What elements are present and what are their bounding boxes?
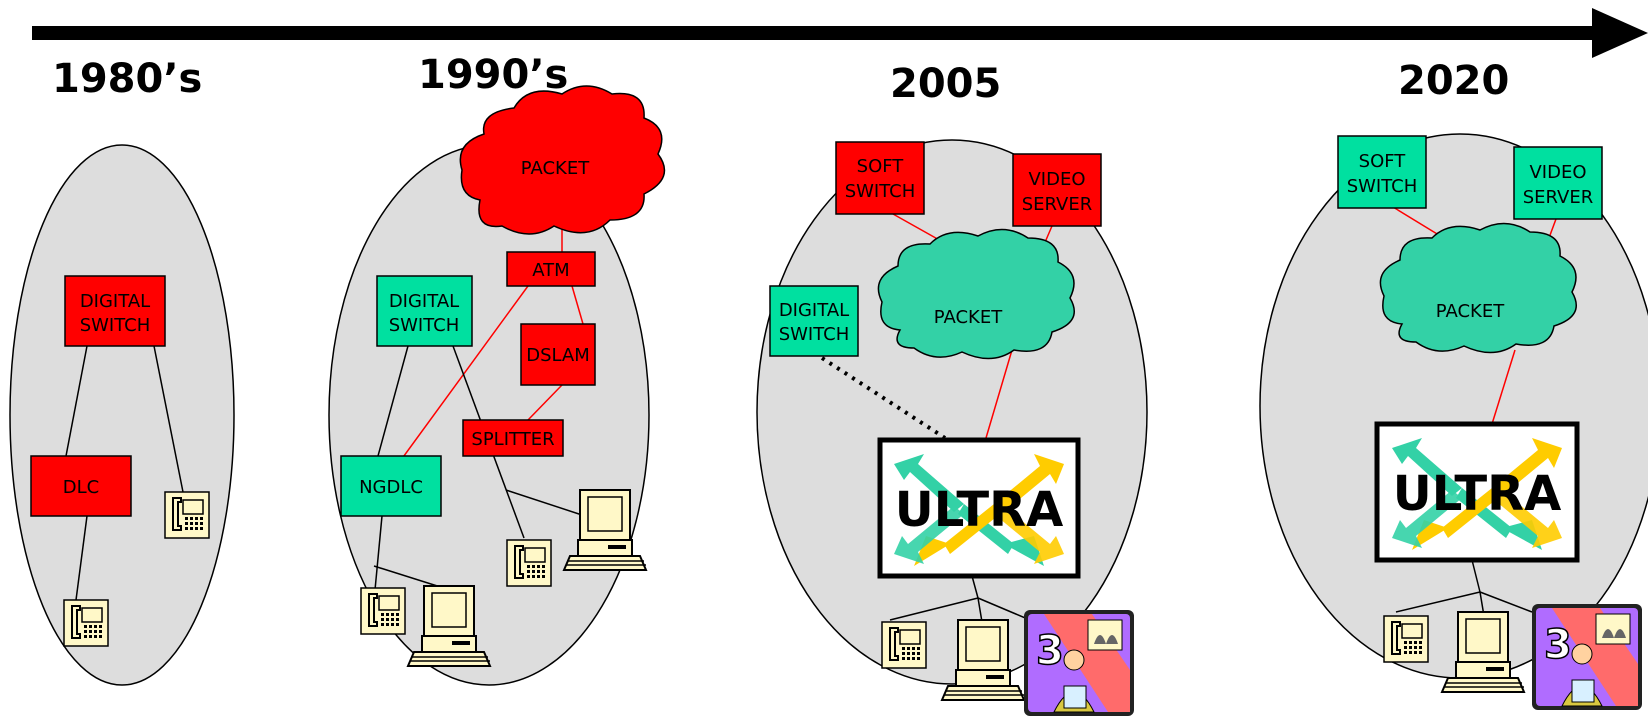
packet-label-2005: PACKET — [934, 307, 1003, 328]
packet-cloud-1990s: PACKET — [459, 85, 666, 235]
video-server-2020-line1: VIDEO — [1529, 162, 1586, 183]
dslam-label: DSLAM — [526, 345, 590, 366]
telephone-icon — [1383, 615, 1429, 663]
digital-switch-1980s-line1: DIGITAL — [80, 291, 150, 312]
splitter-box: SPLITTER — [462, 419, 564, 457]
ultra-box-2005: ULTRA — [877, 437, 1081, 579]
digital-switch-1990s: DIGITAL SWITCH — [376, 275, 473, 347]
soft-switch-2020-line1: SOFT — [1359, 151, 1407, 172]
video-server-2020-line2: SERVER — [1523, 187, 1594, 208]
dslam-box: DSLAM — [520, 323, 596, 386]
video-server-2020: VIDEO SERVER — [1513, 146, 1603, 220]
era-2020-group: SOFT SWITCH VIDEO SERVER PACKET ULTRA — [1259, 133, 1648, 711]
digital-switch-1990s-line2: SWITCH — [389, 315, 460, 336]
soft-switch-2005-line2: SWITCH — [845, 181, 916, 202]
digital-switch-2005-line1: DIGITAL — [779, 300, 849, 321]
ngdlc-label: NGDLC — [359, 477, 423, 498]
atm-box: ATM — [506, 251, 596, 287]
soft-switch-2020-line2: SWITCH — [1347, 176, 1418, 197]
digital-switch-2005-line2: SWITCH — [779, 324, 850, 345]
telephone-icon — [506, 539, 552, 587]
era-1980s-ellipse — [9, 144, 235, 686]
packet-label-2020: PACKET — [1436, 301, 1505, 322]
timeline-arrow — [32, 8, 1648, 58]
era-2005-group: SOFT SWITCH VIDEO SERVER PACKET DIGITAL … — [756, 139, 1148, 717]
era-1980s-group: DIGITAL SWITCH DLC — [9, 144, 235, 686]
telephone-icon — [360, 587, 406, 635]
tv-icon — [1531, 603, 1643, 711]
tv-icon — [1023, 609, 1135, 717]
video-server-2005: VIDEO SERVER — [1012, 153, 1102, 227]
ngdlc-box: NGDLC — [340, 455, 442, 517]
ultra-label-2020: ULTRA — [1393, 466, 1561, 522]
telephone-icon — [63, 599, 109, 647]
video-server-2005-line2: SERVER — [1022, 194, 1093, 215]
packet-label-1990s: PACKET — [521, 158, 590, 179]
video-server-2005-line1: VIDEO — [1028, 169, 1085, 190]
digital-switch-1980s: DIGITAL SWITCH — [64, 275, 166, 347]
splitter-label: SPLITTER — [471, 429, 554, 450]
digital-switch-2005: DIGITAL SWITCH — [769, 285, 859, 357]
digital-switch-1980s-line2: SWITCH — [80, 315, 151, 336]
era-label-2020: 2020 — [1398, 58, 1509, 104]
digital-switch-1990s-line1: DIGITAL — [389, 291, 459, 312]
packet-cloud-2005: PACKET — [877, 228, 1075, 360]
era-label-2005: 2005 — [890, 61, 1001, 107]
ultra-box-2020: ULTRA — [1374, 421, 1580, 563]
soft-switch-2020: SOFT SWITCH — [1337, 135, 1427, 209]
ultra-label-2005: ULTRA — [895, 482, 1063, 538]
soft-switch-2005: SOFT SWITCH — [835, 141, 925, 215]
packet-cloud-2020: PACKET — [1379, 222, 1577, 354]
dlc-box: DLC — [30, 455, 132, 517]
era-label-1980s: 1980’s — [52, 56, 202, 102]
soft-switch-2005-line1: SOFT — [857, 156, 905, 177]
telephone-icon — [881, 621, 927, 669]
telephone-icon — [164, 491, 210, 539]
era-1990s-group: PACKET ATM DIGITAL SWITCH DSLAM SPLITTER… — [328, 85, 666, 686]
dlc-label: DLC — [63, 477, 99, 498]
atm-label: ATM — [532, 260, 569, 281]
